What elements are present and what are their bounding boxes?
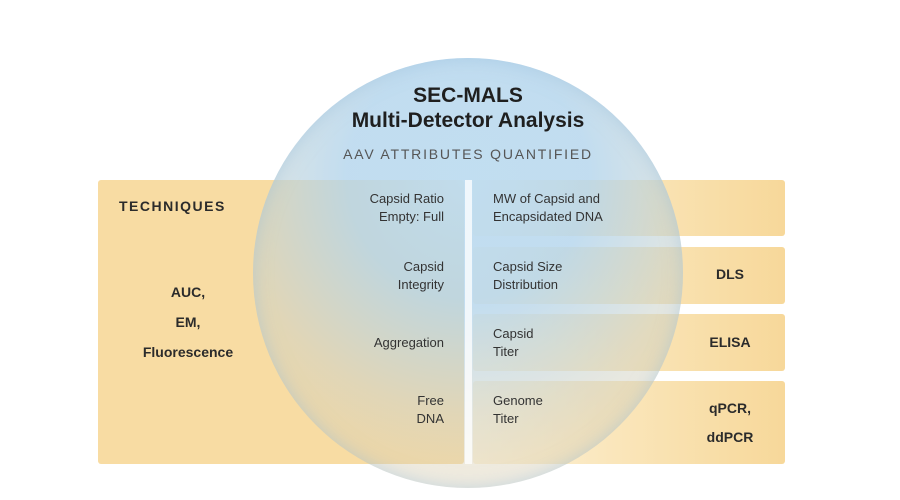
attribute-line: DNA — [416, 411, 444, 426]
attribute-line: Capsid — [403, 259, 444, 274]
attribute-line: Aggregation — [373, 335, 444, 350]
measurement-label: MW of Capsid and Encapsidated DNA — [493, 190, 603, 226]
measurement-label: Capsid Titer — [493, 325, 533, 361]
attribute-label: Capsid Ratio Empty: Full — [370, 190, 444, 226]
measurement-line: Titer — [493, 411, 519, 426]
attribute-line: Integrity — [397, 277, 444, 292]
attribute-line: Free — [417, 393, 444, 408]
measurement-line: Capsid Size — [493, 259, 563, 274]
measurement-line: Genome — [493, 393, 543, 408]
measurement-line: MW of Capsid and — [493, 191, 600, 206]
attribute-label: Aggregation — [374, 334, 444, 352]
left-technique: EM, — [175, 314, 201, 330]
measurement-line: Distribution — [493, 277, 559, 292]
column-divider — [465, 180, 472, 464]
measurement-line: Capsid — [493, 326, 534, 341]
right-technique: DLS — [716, 266, 744, 282]
measurement-line: Encapsidated DNA — [493, 209, 603, 224]
measurement-label: Genome Titer — [493, 392, 543, 428]
attribute-label: Capsid Integrity — [398, 258, 444, 294]
attribute-label: Free DNA — [417, 392, 444, 428]
attribute-line: Empty: Full — [378, 209, 444, 224]
attribute-line: Capsid Ratio — [369, 191, 444, 206]
measurement-label: Capsid Size Distribution — [493, 258, 562, 294]
right-technique: ddPCR — [706, 429, 754, 445]
left-technique: Fluorescence — [142, 344, 234, 360]
right-technique: ELISA — [709, 334, 751, 350]
diagram-title-line2: Multi-Detector Analysis — [351, 109, 585, 132]
diagram-subtitle: AAV ATTRIBUTES QUANTIFIED — [343, 146, 593, 162]
techniques-heading: TECHNIQUES — [119, 198, 226, 214]
left-technique: AUC, — [170, 284, 206, 300]
diagram-title: SEC-MALS — [413, 84, 523, 107]
measurement-line: Titer — [493, 344, 519, 359]
right-technique: qPCR, — [709, 400, 751, 416]
